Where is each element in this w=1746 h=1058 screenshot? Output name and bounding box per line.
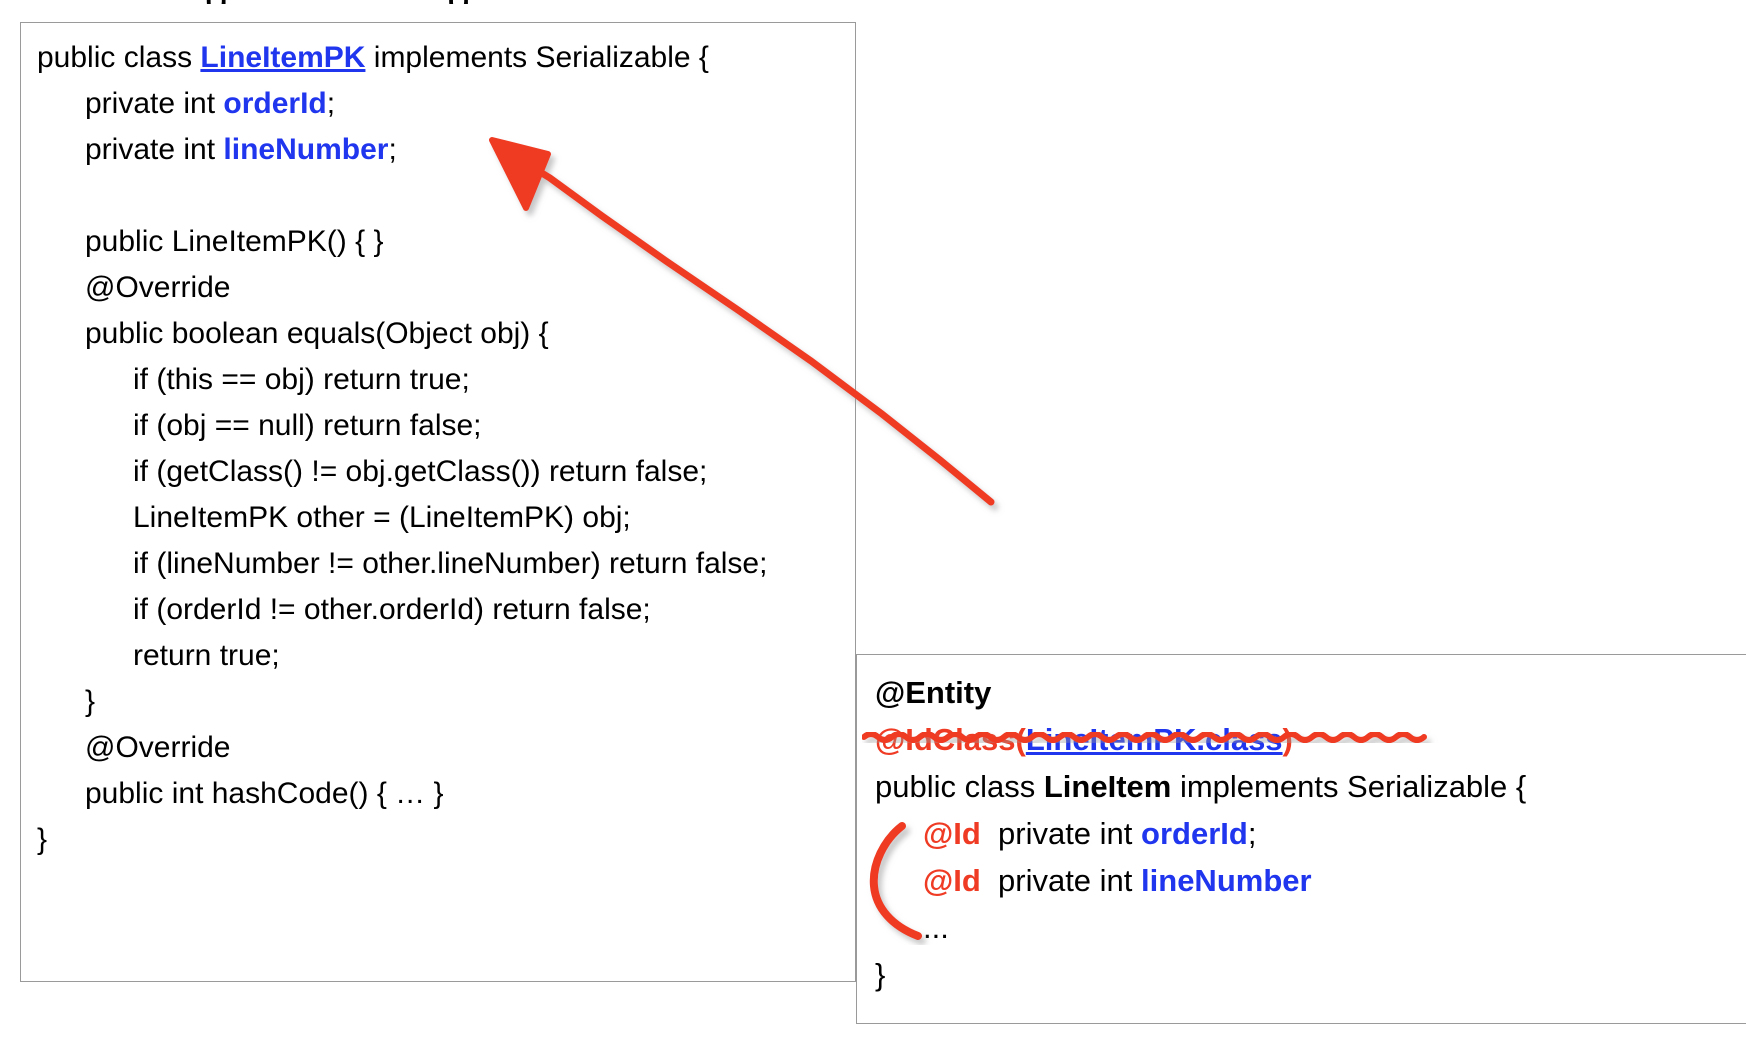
code-line: public boolean equals(Object obj) { [37,311,855,357]
code-token: LineItemPK [200,41,366,74]
code-line: LineItemPK other = (LineItemPK) obj; [37,495,855,541]
code-listing-lineitempk: public class LineItemPK implements Seria… [37,35,855,863]
code-token: private int [980,863,1142,898]
code-line: @IdClass(LineItemPK.class) [875,716,1746,763]
code-line: ... [875,904,1746,951]
code-line: } [875,951,1746,998]
code-line: if (obj == null) return false; [37,403,855,449]
code-token: @Override [85,731,231,764]
code-line: if (getClass() != obj.getClass()) return… [37,449,855,495]
code-line: public class LineItem implements Seriali… [875,763,1746,810]
clipped-glyph-left: g [205,0,230,4]
clipped-heading-text: g , g [0,0,1746,4]
code-token: ... [923,910,949,945]
code-token: @Entity [875,675,992,710]
code-token: private int [85,87,224,120]
code-token: orderId [1141,816,1248,851]
code-token: LineItem [1043,769,1172,804]
code-token: } [37,823,48,856]
code-token: implements Serializable { [365,41,709,74]
code-token: if (getClass() != obj.getClass()) return… [133,455,708,488]
code-line: if (lineNumber != other.lineNumber) retu… [37,541,855,587]
code-line: public class LineItemPK implements Seria… [37,35,855,81]
code-line: public LineItemPK() { } [37,219,855,265]
code-line: return true; [37,633,855,679]
clipped-glyph-right: , g [420,0,473,4]
code-token: } [85,685,96,718]
code-token: if (orderId != other.orderId) return fal… [133,593,651,626]
code-token: LineItemPK other = (LineItemPK) obj; [133,501,631,534]
code-token: } [875,957,886,992]
code-token: @Id [923,816,981,851]
code-token: @Id [923,863,981,898]
code-token: @Override [85,271,231,304]
code-token: private int [85,133,224,166]
code-box-lineitem: @Entity@IdClass(LineItemPK.class)public … [856,654,1746,1024]
code-token: public boolean equals(Object obj) { [85,317,549,350]
code-box-lineitempk: public class LineItemPK implements Seria… [20,22,856,982]
code-line: private int lineNumber; [37,127,855,173]
code-token: LineItemPK.class [1025,722,1283,757]
code-token: public class [875,769,1044,804]
code-token: lineNumber [223,133,389,166]
code-line: @Id private int orderId; [875,810,1746,857]
code-token: return true; [133,639,280,672]
code-token: if (this == obj) return true; [133,363,470,396]
code-line: } [37,679,855,725]
code-token: private int [980,816,1142,851]
code-line: public int hashCode() { … } [37,771,855,817]
code-token: ; [1247,816,1257,851]
code-token: public LineItemPK() { } [85,225,384,258]
code-line: private int orderId; [37,81,855,127]
code-token: orderId [223,87,327,120]
code-token: ; [388,133,397,166]
code-line: if (this == obj) return true; [37,357,855,403]
code-token [37,179,45,212]
code-listing-lineitem: @Entity@IdClass(LineItemPK.class)public … [875,669,1746,998]
code-token: public class [37,41,201,74]
code-token: ) [1282,722,1293,757]
code-token: if (obj == null) return false; [133,409,482,442]
code-token: ; [326,87,336,120]
code-line: @Override [37,265,855,311]
code-token: @IdClass( [875,722,1026,757]
code-token: public int hashCode() { … } [85,777,444,810]
code-line: } [37,817,855,863]
code-line: @Id private int lineNumber [875,857,1746,904]
code-line: @Override [37,725,855,771]
code-token: implements Serializable { [1171,769,1527,804]
code-line [37,173,855,219]
code-token: if (lineNumber != other.lineNumber) retu… [133,547,768,580]
code-line: if (orderId != other.orderId) return fal… [37,587,855,633]
code-line: @Entity [875,669,1746,716]
code-token: lineNumber [1141,863,1312,898]
